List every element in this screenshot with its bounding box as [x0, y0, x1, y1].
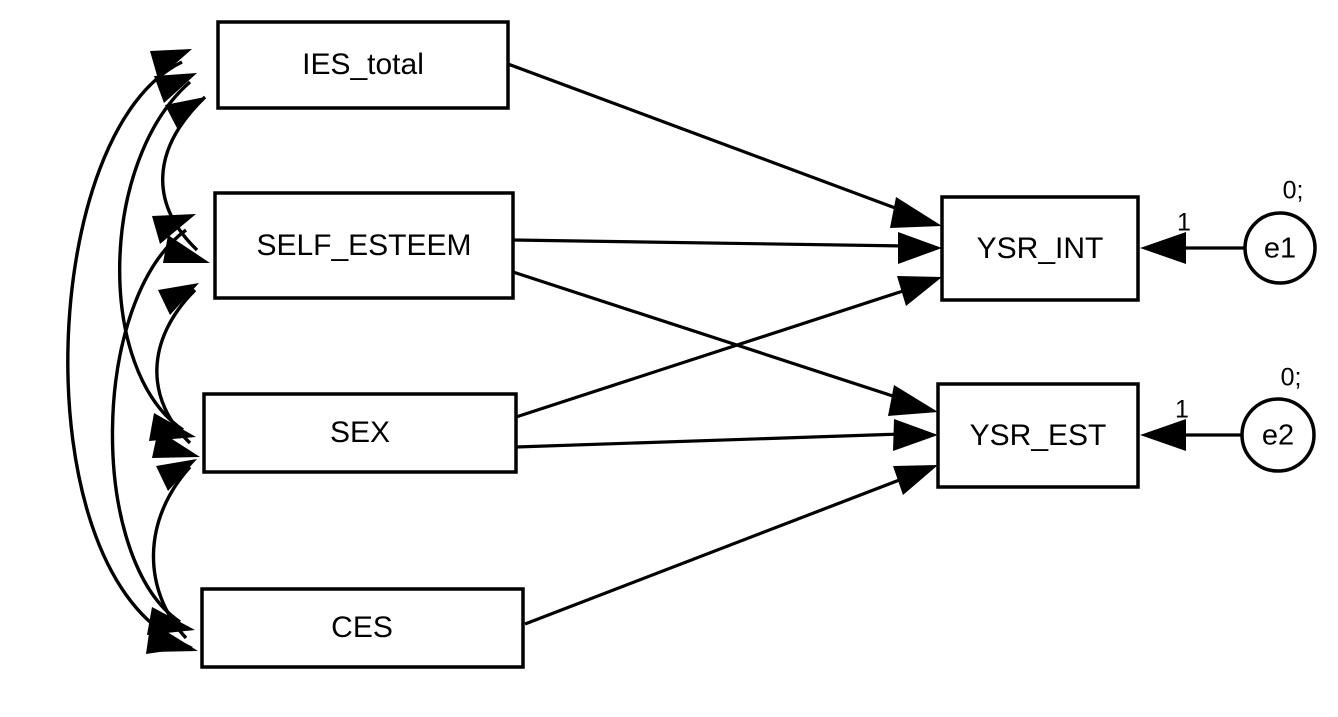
node-ies-total[interactable]: IES_total [216, 20, 510, 110]
arrowhead-icon [893, 465, 938, 495]
arrowhead-icon [150, 49, 192, 79]
arrowhead-icon [154, 73, 197, 103]
arrowhead-icon [890, 197, 942, 228]
path-ces-to-ysr_est[interactable] [524, 465, 938, 626]
path-ies_total-to-ysr_int[interactable] [507, 62, 942, 228]
arrowhead-icon [1140, 419, 1186, 451]
node-label-ies-total: IES_total [302, 48, 424, 81]
arrowhead-icon [146, 626, 193, 654]
node-self-esteem[interactable]: SELF_ESTEEM [213, 191, 515, 300]
path-e1-to-ysr_int[interactable] [1140, 232, 1245, 264]
regression-paths-group [507, 62, 942, 626]
arrowhead-icon [156, 459, 197, 491]
parameter-labels-group: 0; 0; 1 1 [1175, 177, 1303, 424]
arrowhead-icon [893, 419, 938, 451]
arrowhead-icon [888, 385, 938, 416]
arrowhead-icon [1140, 232, 1186, 264]
arrowhead-icon [149, 413, 196, 441]
error-paths-group [1140, 232, 1245, 451]
node-label-e1: e1 [1264, 233, 1296, 265]
e1-mean-variance-label: 0; [1283, 177, 1304, 205]
path-sex-to-ysr_int[interactable] [515, 276, 942, 419]
node-label-e2: e2 [1262, 420, 1294, 452]
node-ces[interactable]: CES [200, 587, 525, 669]
e1-loading-label: 1 [1177, 209, 1191, 237]
arrowhead-icon [163, 235, 210, 263]
node-sex[interactable]: SEX [202, 392, 518, 474]
e2-mean-variance-label: 0; [1281, 364, 1302, 392]
arrowhead-icon [158, 283, 199, 315]
covariance-paths-group [66, 49, 210, 654]
node-e2[interactable]: e2 [1240, 397, 1316, 473]
node-ysr-int[interactable]: YSR_INT [940, 195, 1140, 302]
node-e1[interactable]: e1 [1243, 211, 1317, 285]
covariance-ies_total-self_esteem[interactable] [161, 95, 210, 263]
covariance-ies_total-ces[interactable] [66, 49, 193, 654]
path-e2-to-ysr_est[interactable] [1140, 419, 1242, 451]
endogenous-variables-group: YSR_INT YSR_EST [936, 195, 1140, 489]
arrowhead-icon [898, 232, 942, 264]
observed-variables-group: IES_total SELF_ESTEEM SEX CES [200, 20, 525, 669]
node-label-ysr-est: YSR_EST [970, 419, 1107, 452]
node-label-ysr-int: YSR_INT [977, 232, 1104, 265]
node-label-ces: CES [331, 611, 393, 644]
error-terms-group: e1 e2 [1240, 211, 1317, 473]
arrowhead-icon [152, 214, 196, 244]
node-ysr-est[interactable]: YSR_EST [936, 382, 1140, 489]
e2-loading-label: 1 [1175, 396, 1189, 424]
arrowhead-icon [897, 276, 942, 306]
path-self_esteem-to-ysr_est[interactable] [512, 270, 938, 416]
node-label-sex: SEX [330, 416, 390, 449]
covariance-ies_total-sex[interactable] [117, 73, 197, 441]
path-sex-to-ysr_est[interactable] [515, 419, 938, 451]
path-self_esteem-to-ysr_int[interactable] [512, 232, 942, 264]
arrowhead-icon [165, 97, 205, 130]
node-label-self-esteem: SELF_ESTEEM [256, 229, 471, 262]
